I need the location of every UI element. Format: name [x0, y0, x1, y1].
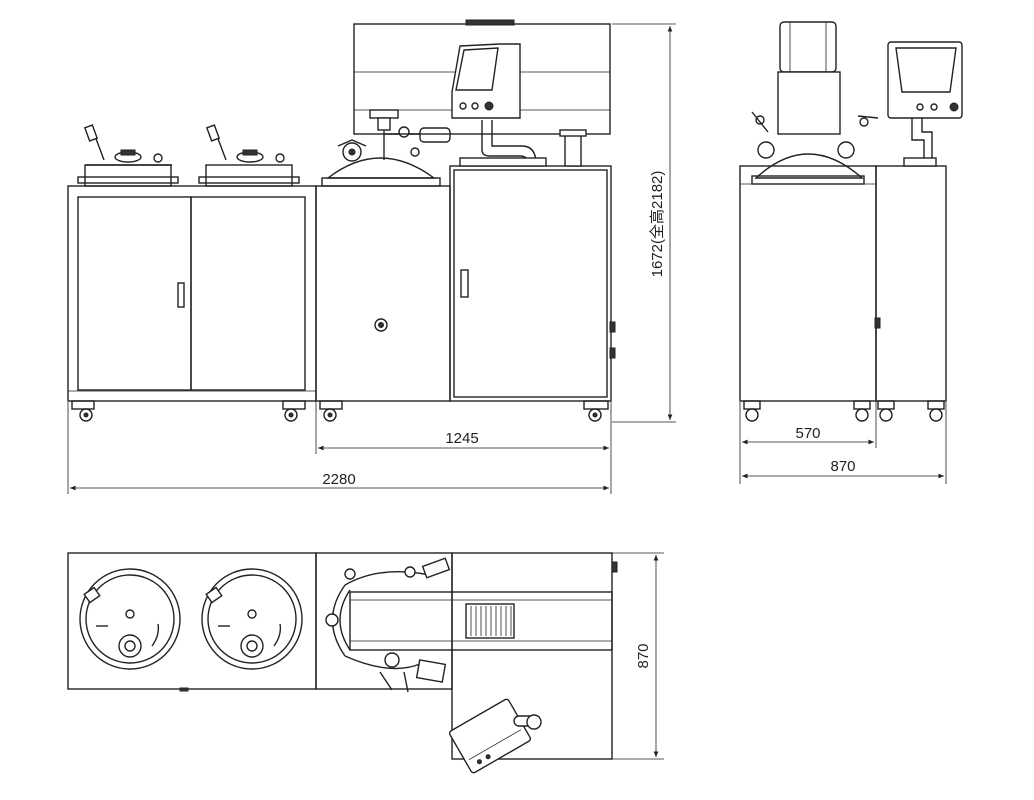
side-casters	[743, 400, 945, 422]
top-control-panel	[448, 698, 542, 774]
middle-cabinet	[315, 185, 451, 402]
side-view: 570 870	[739, 21, 963, 484]
width-dimension-1245-label: 1245	[445, 430, 478, 447]
side-reactor	[751, 21, 879, 185]
caster-middle-1	[319, 400, 343, 422]
side-dimension-570: 570	[739, 402, 877, 484]
top-dimension-870-label: 870	[635, 643, 652, 668]
top-kettle-2	[201, 568, 303, 670]
control-panel	[451, 43, 521, 119]
side-control-panel	[887, 41, 963, 167]
left-kettle-2	[198, 124, 300, 187]
top-reactor	[325, 557, 451, 693]
side-dimension-870-label: 870	[830, 458, 855, 475]
top-vent	[465, 603, 515, 639]
caster-right-1	[583, 400, 609, 422]
side-cabinet-left	[739, 165, 877, 402]
top-right-cabinet	[451, 552, 613, 760]
side-dimension-870: 870	[742, 402, 947, 484]
height-dimension-label: 1672(全高2182)	[648, 171, 666, 278]
top-dimension-870: 870	[612, 552, 664, 760]
top-view: 870	[67, 552, 664, 774]
side-dimension-570-label: 570	[795, 425, 820, 442]
height-dimension: 1672(全高2182)	[612, 23, 676, 423]
side-cabinet-right	[875, 165, 947, 402]
front-view: 1672(全高2182) 1245 2280	[67, 19, 676, 494]
top-left-cabinet	[67, 552, 317, 690]
caster-left-2	[282, 400, 306, 422]
width-dimension-1245: 1245	[315, 402, 612, 494]
width-dimension-2280-label: 2280	[322, 471, 355, 488]
right-cabinet	[449, 165, 616, 402]
caster-left-1	[71, 400, 95, 422]
top-kettle-1	[79, 568, 181, 670]
reactor-vessel	[321, 109, 451, 187]
top-chiller-body	[349, 591, 613, 651]
left-cabinet	[67, 185, 317, 402]
left-kettle-1	[77, 124, 179, 187]
width-dimension-2280: 2280	[67, 402, 609, 494]
